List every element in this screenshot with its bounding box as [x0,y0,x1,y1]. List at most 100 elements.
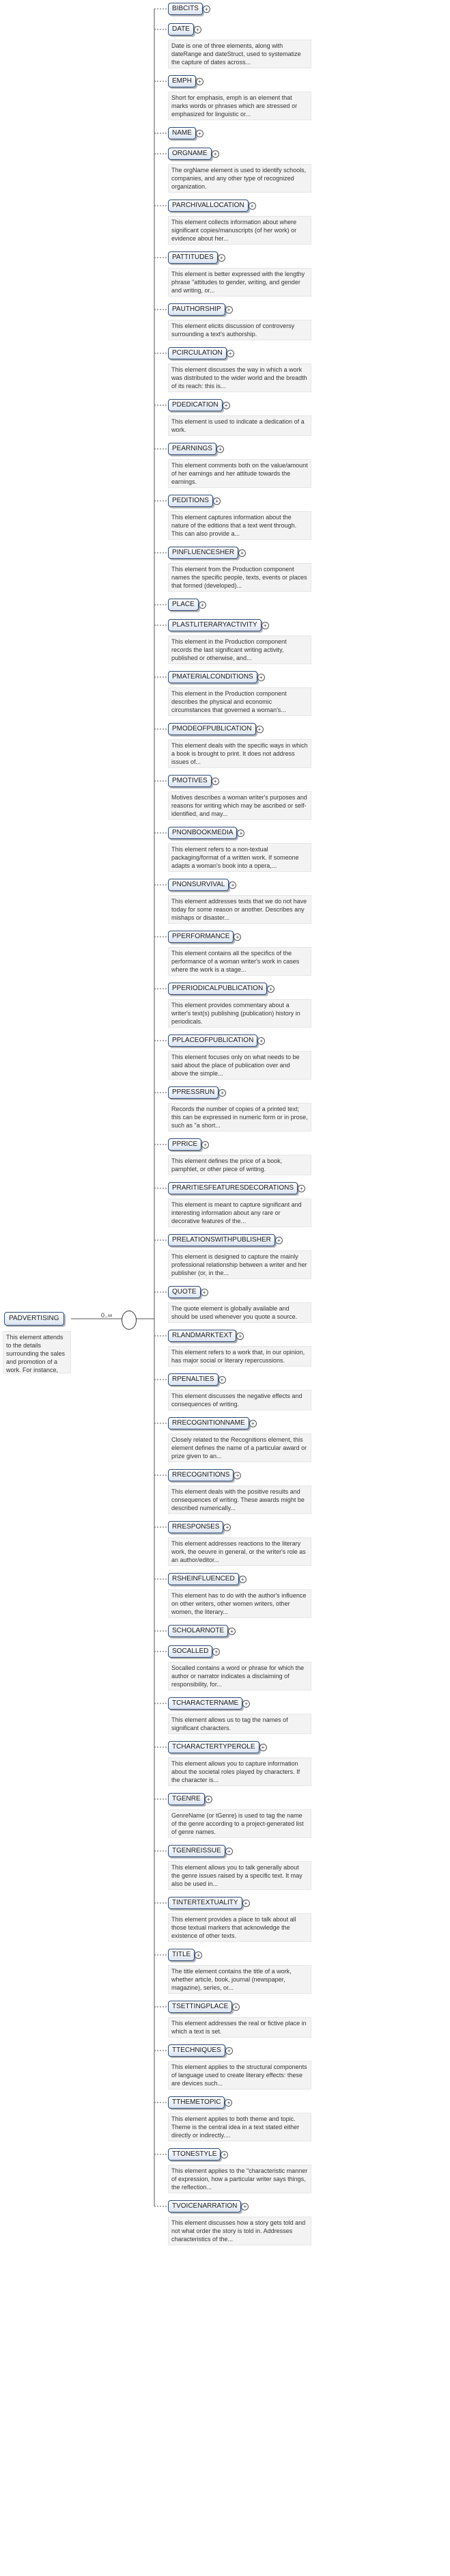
expand-plus-icon[interactable]: + [236,1332,244,1340]
element-node-pprice[interactable]: PPRICE+ [168,1138,210,1151]
expand-plus-icon[interactable]: + [297,1185,305,1192]
expand-plus-icon[interactable]: + [222,402,230,409]
element-node-rrecognitionname[interactable]: RRECOGNITIONNAME + [168,1417,257,1429]
expand-plus-icon[interactable]: + [238,549,247,557]
element-node-prelationswithpublisher[interactable]: PRELATIONSWITHPUBLISHER+ [168,1234,283,1246]
element-node-tvoicenarration[interactable]: TVOICENARRATION+ [168,2200,249,2212]
expand-plus-icon[interactable]: + [257,674,265,681]
element-node-rresponses[interactable]: RRESPONSES+ [168,1521,231,1533]
expand-plus-icon[interactable]: + [223,1524,231,1531]
element-node-quote[interactable]: QUOTE+ [168,1286,208,1298]
element-node-pauthorship[interactable]: PAUTHORSHIP+ [168,303,233,316]
element-description: This element contains all the specifics … [168,947,311,976]
element-node-pmotives[interactable]: PMOTIVES+ [168,775,219,787]
element-node-pcirculation[interactable]: PCIRCULATION+ [168,347,234,359]
element-node-ttechniques[interactable]: TTECHNIQUES+ [168,2044,233,2057]
expand-plus-icon[interactable]: + [242,1900,250,1907]
element-node-tsettingplace[interactable]: TSETTINGPLACE+ [168,2001,240,2013]
element-node-name[interactable]: NAME+ [168,127,203,139]
expand-plus-icon[interactable]: + [217,254,225,262]
element-node-title[interactable]: TITLE+ [168,1949,203,1961]
element-node-bibcits[interactable]: BIBCITS+ [168,3,210,15]
expand-plus-icon[interactable]: + [195,1951,203,1959]
expand-plus-icon[interactable]: + [195,130,203,137]
element-node-tintertextuality[interactable]: TINTERTEXTUALITY+ [168,1897,250,1909]
expand-plus-icon[interactable]: + [267,985,275,993]
element-node-pmodeofpublication[interactable]: PMODEOFPUBLICATION+ [168,723,264,735]
element-node-plastliteraryactivity[interactable]: PLASTLITERARYACTIVITY+ [168,619,269,631]
element-node-praritiesfeaturesdecorations[interactable]: PRARITIESFEATURESDECORATIONS+ [168,1182,305,1194]
expand-plus-icon[interactable]: + [212,497,221,505]
expand-plus-icon[interactable]: + [201,1141,210,1149]
element-node-tthemetopic[interactable]: TTHEMETOPIC+ [168,2096,233,2109]
element-node-pmaterialconditions[interactable]: PMATERIALCONDITIONS+ [168,671,265,683]
element-node-socalled[interactable]: SOCALLED+ [168,1645,221,1658]
root-element-node[interactable]: PADVERTISING [4,1312,64,1326]
expand-plus-icon[interactable]: + [242,1700,251,1708]
expand-plus-icon[interactable]: + [198,601,206,609]
element-node-rlandmarktext[interactable]: RLANDMARKTEXT+ [168,1330,244,1342]
expand-plus-icon[interactable]: + [257,1037,266,1045]
expand-plus-icon[interactable]: + [229,881,237,889]
element-node-tgenreissue[interactable]: TGENREISSUE+ [168,1845,233,1857]
expand-plus-icon[interactable]: + [211,778,219,785]
element-node-emph[interactable]: EMPH+ [168,75,203,87]
element-node-pperformance[interactable]: PPERFORMANCE+ [168,931,242,943]
expand-plus-icon[interactable]: + [211,150,219,158]
expand-plus-icon[interactable]: + [249,1420,257,1427]
expand-plus-icon[interactable]: + [200,1289,208,1296]
expand-plus-icon[interactable]: + [226,350,234,357]
expand-plus-icon[interactable]: + [259,1744,267,1751]
element-node-pdedication[interactable]: PDEDICATION+ [168,399,230,411]
element-node-pnonbookmedia[interactable]: PNONBOOKMEDIA+ [168,827,245,839]
element-node-ttonestyle[interactable]: TTONESTYLE+ [168,2148,229,2161]
element-node-pearnings[interactable]: PEARNINGS+ [168,443,224,455]
element-description: This element in the Production component… [168,687,311,716]
expand-plus-icon[interactable]: + [241,2203,249,2210]
element-label: PINFLUENCESHER [172,549,235,556]
element-node-pattitudes[interactable]: PATTITUDES+ [168,251,225,264]
element-node-parchivallocation[interactable]: PARCHIVALLOCATION+ [168,200,256,212]
element-node-rrecognitions[interactable]: RRECOGNITIONS+ [168,1469,242,1481]
expand-plus-icon[interactable]: + [248,202,256,210]
expand-plus-icon[interactable]: + [225,2047,233,2055]
element-node-orgname[interactable]: ORGNAME+ [168,148,219,160]
element-node-pnonsurvival[interactable]: PNONSURVIVAL+ [168,879,237,891]
expand-plus-icon[interactable]: + [216,446,224,453]
expand-plus-icon[interactable]: + [232,2003,240,2011]
element-node-ppressrun[interactable]: PPRESSRUN+ [168,1086,227,1099]
element-node-rpenalties[interactable]: RPENALTIES+ [168,1373,226,1386]
expand-plus-icon[interactable]: + [275,1237,283,1244]
expand-plus-icon[interactable]: + [225,2099,233,2107]
expand-plus-icon[interactable]: + [225,306,233,314]
expand-plus-icon[interactable]: + [219,1089,227,1097]
expand-plus-icon[interactable]: + [204,1796,212,1803]
expand-plus-icon[interactable]: + [212,1648,221,1656]
element-node-pplaceofpublication[interactable]: PPLACEOFPUBLICATION+ [168,1034,266,1047]
expand-plus-icon[interactable]: + [218,1376,226,1384]
element-description: This element refers to a non-textual pac… [168,843,311,872]
expand-plus-icon[interactable]: + [237,830,245,837]
element-node-tgenre[interactable]: TGENRE+ [168,1793,212,1805]
expand-plus-icon[interactable]: + [193,26,201,33]
element-node-date[interactable]: DATE+ [168,23,201,36]
element-label: RRECOGNITIONNAME [172,1419,245,1427]
element-node-tcharactertyperole[interactable]: TCHARACTERTYPEROLE+ [168,1741,267,1753]
element-node-rsheinfluenced[interactable]: RSHEINFLUENCED+ [168,1573,247,1585]
expand-plus-icon[interactable]: + [225,1848,233,1855]
expand-plus-icon[interactable]: + [228,1628,236,1635]
expand-plus-icon[interactable]: + [255,726,264,733]
element-node-peditions[interactable]: PEDITIONS+ [168,495,221,507]
expand-plus-icon[interactable]: + [238,1576,247,1583]
expand-plus-icon[interactable]: + [261,622,269,629]
element-node-pinfluencesher[interactable]: PINFLUENCESHER+ [168,547,247,559]
expand-plus-icon[interactable]: + [195,78,203,85]
expand-plus-icon[interactable]: + [234,933,242,941]
element-node-scholarnote[interactable]: SCHOLARNOTE+ [168,1625,236,1637]
expand-plus-icon[interactable]: + [234,1472,242,1479]
element-node-place[interactable]: PLACE+ [168,599,206,611]
expand-plus-icon[interactable]: + [221,2151,229,2159]
expand-plus-icon[interactable]: + [202,5,210,13]
element-node-pperiodicalpublication[interactable]: PPERIODICALPUBLICATION+ [168,983,275,995]
element-node-tcharactername[interactable]: TCHARACTERNAME+ [168,1697,251,1710]
